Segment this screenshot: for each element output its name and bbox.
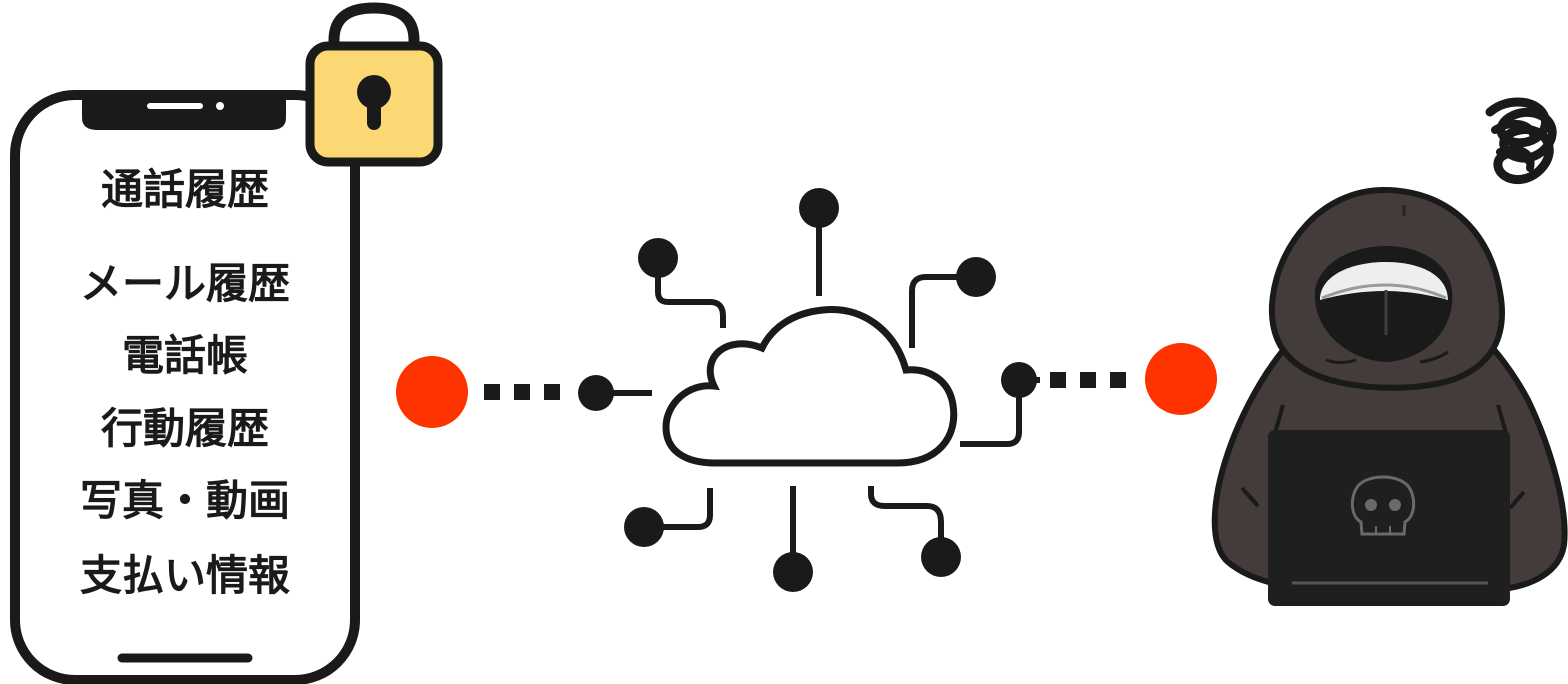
red-dot-icon <box>1145 343 1217 415</box>
node-line <box>868 486 944 557</box>
phone-camera <box>216 102 224 110</box>
phone-body <box>10 90 360 684</box>
hacker-eye-band <box>1320 262 1448 300</box>
smartphone: 通話履歴 メール履歴 電話帳 行動履歴 写真・動画 支払い情報 <box>10 90 360 684</box>
node-line <box>655 258 726 328</box>
scribble-swirl-icon <box>1485 97 1557 184</box>
cloud-network-icon <box>624 188 1037 592</box>
connection-left <box>396 356 652 428</box>
padlock-keyhole-slot <box>367 95 381 130</box>
hooded-hacker-icon <box>1211 186 1568 606</box>
padlock-icon <box>305 2 443 167</box>
data-item-photos-videos: 写真・動画 <box>80 476 290 525</box>
scribble-line <box>1491 119 1538 172</box>
node-line <box>960 380 1022 447</box>
padlock-shackle <box>328 2 420 52</box>
connector-dash <box>1110 372 1126 388</box>
scribble-line <box>1485 97 1557 184</box>
skull-head <box>1350 475 1416 536</box>
red-dot-icon <box>396 356 468 428</box>
connector-dash <box>1080 372 1096 388</box>
hood-fold-left <box>1325 358 1357 364</box>
data-item-contacts: 電話帳 <box>122 331 248 380</box>
laptop <box>1268 430 1510 606</box>
hood-fold-right <box>1419 350 1449 364</box>
hacker-eye-shadow <box>1321 283 1447 300</box>
node-line <box>644 488 713 530</box>
padlock-keyhole <box>357 75 391 109</box>
arm-line-left-lower <box>1240 486 1260 508</box>
node-line <box>909 274 976 348</box>
phone-notch <box>82 97 286 130</box>
skull-eye-left <box>1365 499 1377 511</box>
data-item-call-history: 通話履歴 <box>101 165 269 214</box>
cloud-shape <box>662 306 958 467</box>
connector-dash <box>484 384 500 400</box>
connector-dash <box>1050 372 1066 388</box>
arm-line-right-lower <box>1508 490 1526 510</box>
skull-icon <box>1350 475 1416 536</box>
skull-eye-right <box>1389 499 1401 511</box>
data-item-mail-history: メール履歴 <box>80 259 290 308</box>
connector-dash <box>544 384 560 400</box>
connection-right <box>1019 343 1217 415</box>
data-item-payment-info: 支払い情報 <box>80 551 290 600</box>
data-item-location-history: 行動履歴 <box>101 404 269 453</box>
connector-dash <box>514 384 530 400</box>
